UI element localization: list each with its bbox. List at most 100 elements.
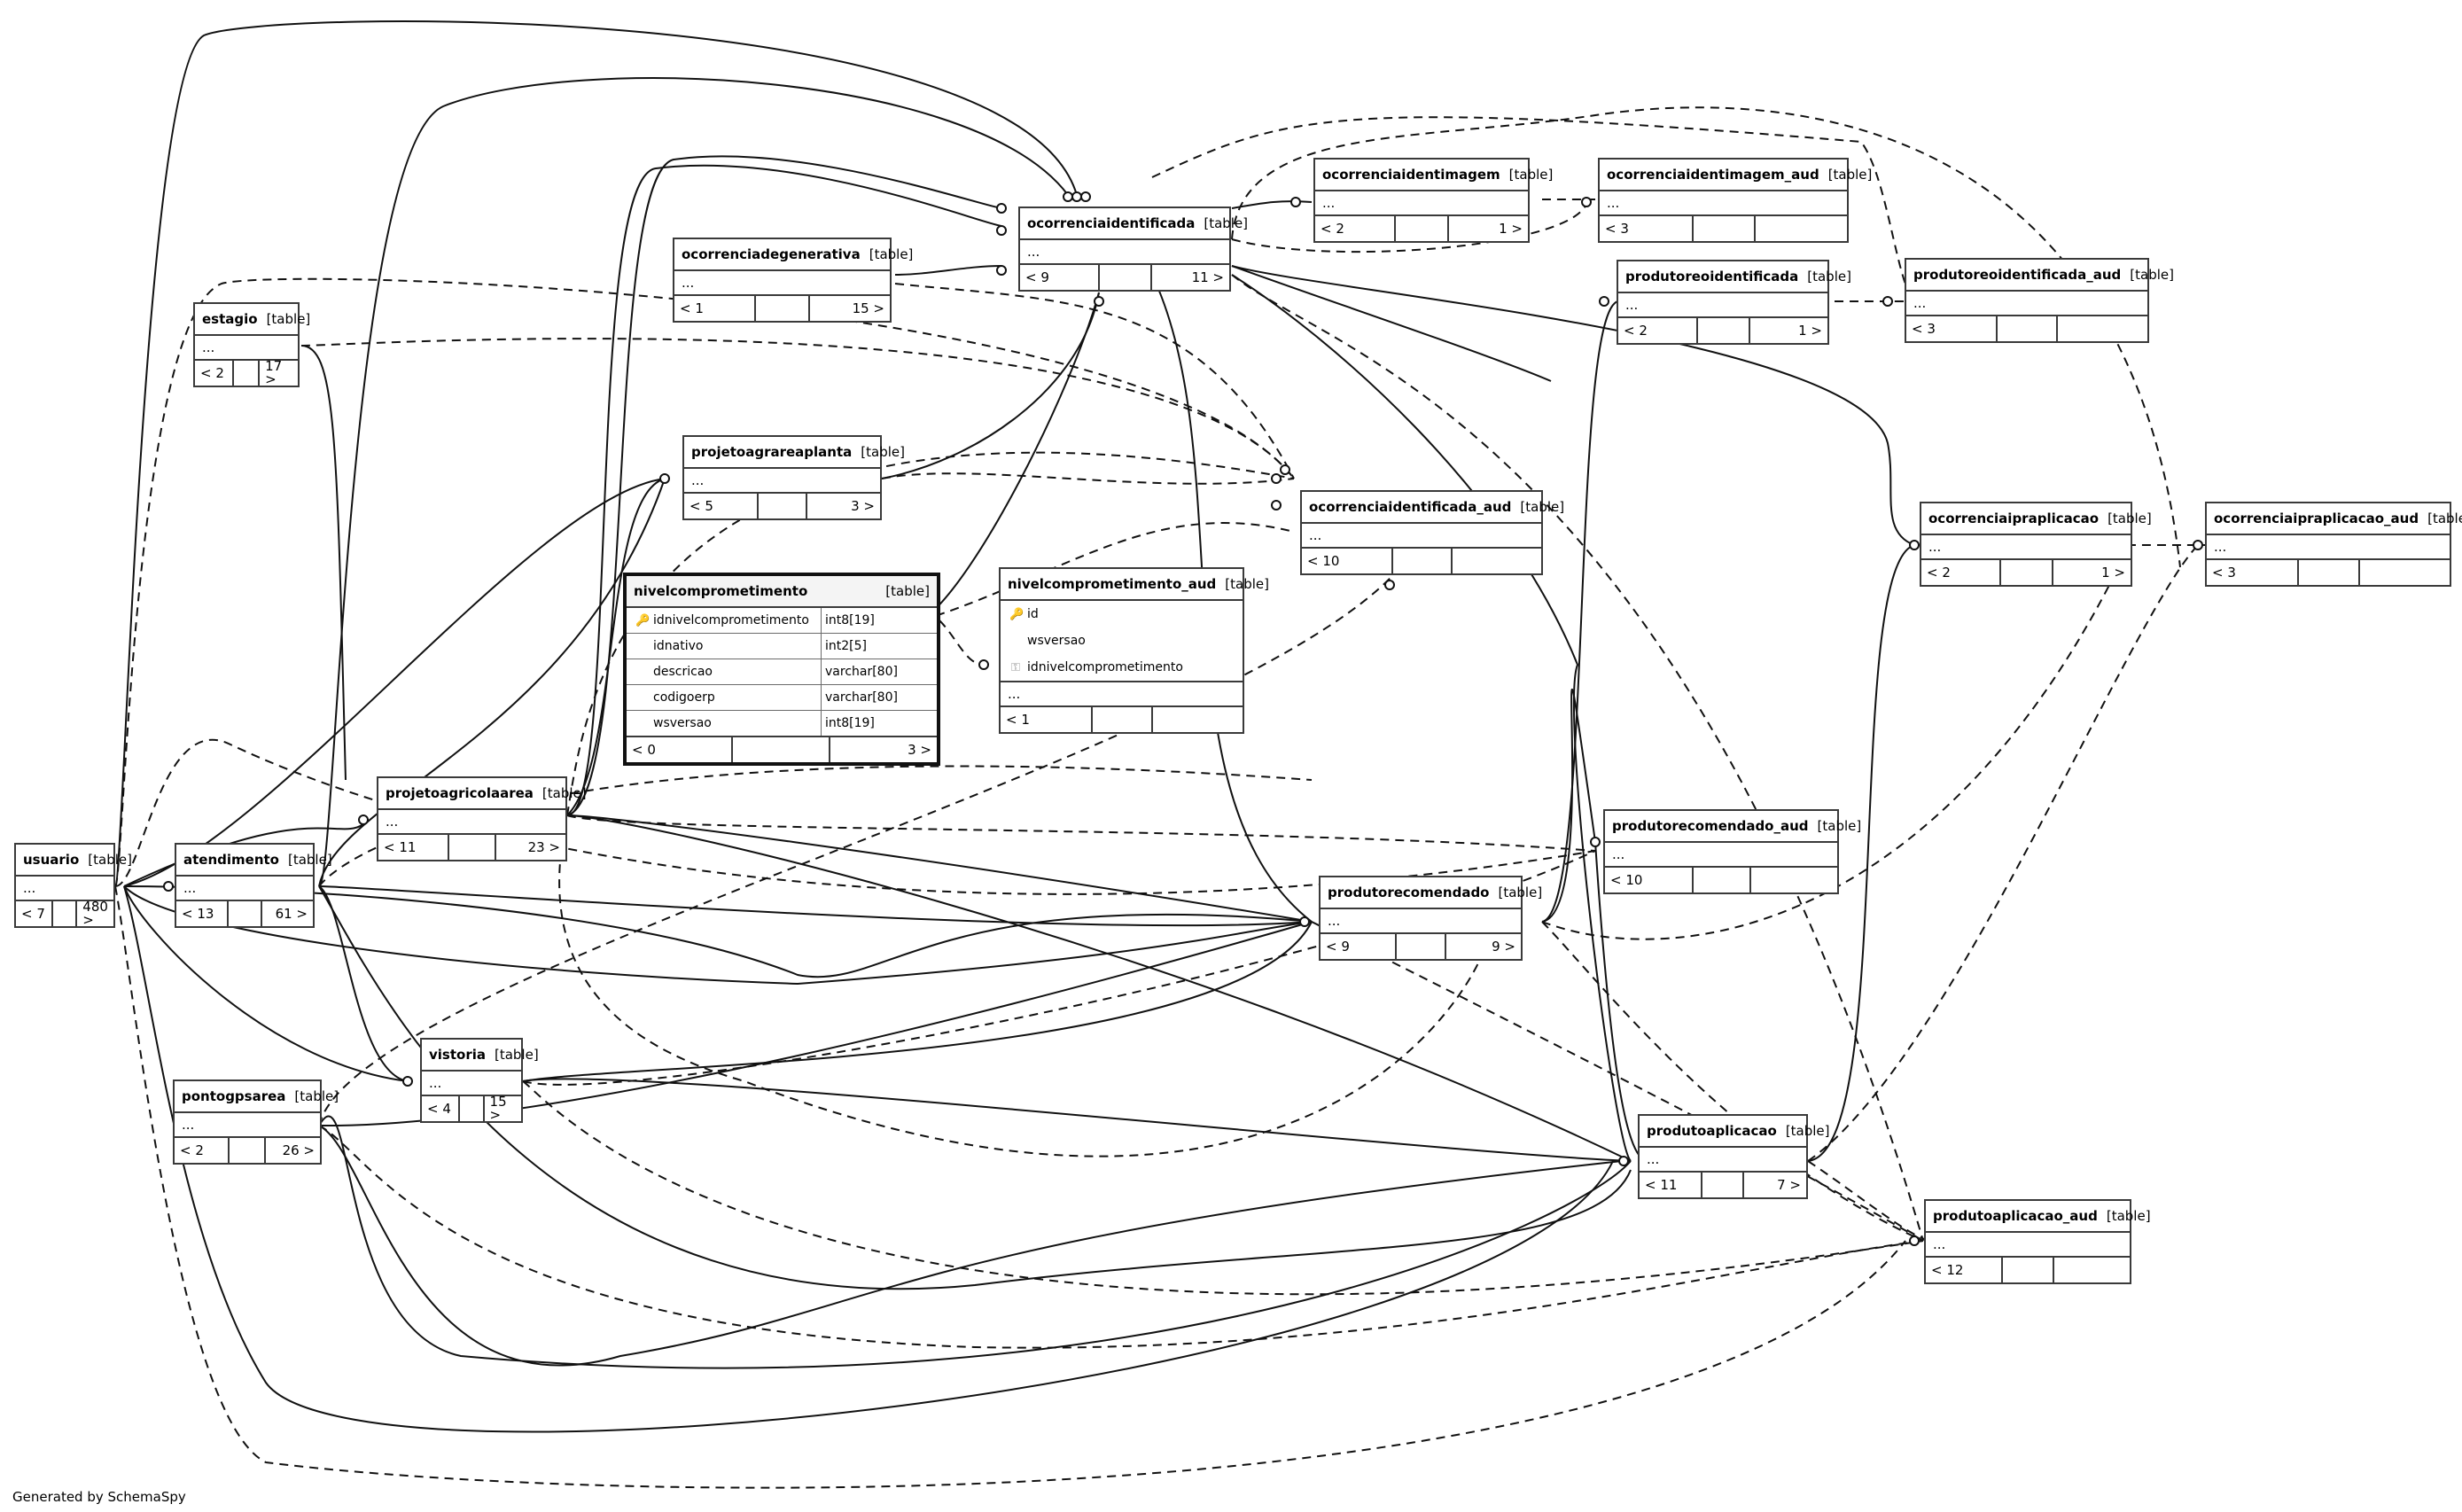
children-count[interactable] [1751, 868, 1837, 892]
children-count[interactable]: 3 > [851, 497, 875, 514]
children-count[interactable]: 61 > [275, 905, 308, 922]
parents-count[interactable]: < 4 [422, 1096, 460, 1121]
children-count[interactable] [2360, 560, 2450, 585]
children-count[interactable]: 23 > [527, 838, 560, 855]
table-name: produtoaplicacao [1647, 1122, 1777, 1139]
children-count[interactable] [1756, 216, 1847, 241]
table-produtoaplicacao[interactable]: produtoaplicacao [table] ... < 11 7 > [1638, 1114, 1830, 1199]
table-produtoreoidentificada-aud[interactable]: produtoreoidentificada_aud[table] ... < … [1905, 258, 2174, 343]
parents-count[interactable]: < 11 [1640, 1173, 1703, 1197]
parents-count[interactable]: < 12 [1926, 1258, 2004, 1282]
parents-count[interactable]: < 2 [175, 1138, 230, 1163]
parents-count[interactable]: < 1 [1001, 707, 1093, 732]
table-type: [table] [1807, 268, 1851, 284]
parents-count[interactable]: < 2 [1618, 318, 1698, 343]
parents-count[interactable]: < 5 [684, 494, 759, 518]
children-count[interactable]: 9 > [1492, 938, 1515, 955]
columns-collapsed: ... [16, 877, 113, 901]
children-count[interactable] [2054, 1258, 2130, 1282]
table-type: [table] [2427, 510, 2462, 526]
parents-count[interactable]: < 2 [1921, 560, 2001, 585]
table-type: [table] [2106, 1207, 2151, 1224]
table-type: [table] [1785, 1122, 1830, 1139]
column-type: varchar[80] [825, 665, 898, 679]
table-type: [table] [1204, 214, 1249, 231]
columns-collapsed: ... [1001, 682, 1243, 707]
table-name: nivelcomprometimento_aud [1008, 575, 1217, 592]
parents-count[interactable]: < 9 [1020, 265, 1100, 290]
children-count[interactable]: 15 > [852, 300, 884, 316]
columns-collapsed: ... [1618, 293, 1827, 318]
children-count[interactable]: 1 > [1499, 220, 1523, 237]
parents-count[interactable]: < 10 [1302, 549, 1393, 573]
foot-spacer [449, 835, 496, 860]
parents-count[interactable]: < 3 [2207, 560, 2300, 585]
parents-count[interactable]: < 11 [378, 835, 450, 860]
parents-count[interactable]: < 3 [1600, 216, 1695, 241]
table-nivelcomprometimento[interactable]: nivelcomprometimento[table] 🔑idnivelcomp… [623, 573, 940, 766]
children-count[interactable]: 1 > [1798, 322, 1822, 339]
table-type: [table] [1827, 166, 1873, 183]
children-count[interactable] [1153, 707, 1243, 732]
table-name: ocorrenciaidentimagem_aud [1607, 166, 1819, 183]
children-count[interactable] [1453, 549, 1541, 573]
foot-spacer [1100, 265, 1152, 290]
children-count[interactable]: 11 > [1191, 269, 1224, 285]
column-row: wsversao [1001, 627, 1243, 654]
columns-collapsed: ... [195, 336, 298, 361]
table-ocorrenciaipraplicacao-aud[interactable]: ocorrenciaipraplicacao_aud[table] ... < … [2205, 502, 2462, 587]
parents-count[interactable]: < 7 [16, 901, 53, 926]
children-count[interactable]: 480 > [82, 899, 108, 928]
children-count[interactable]: 3 > [908, 741, 931, 758]
column-row: ⚿idnivelcomprometimento [1001, 654, 1243, 682]
parents-count[interactable]: < 0 [627, 737, 733, 762]
table-produtorecomendado-aud[interactable]: produtorecomendado_aud[table] ... < 10 [1603, 809, 1861, 894]
parents-count[interactable]: < 2 [1315, 216, 1397, 241]
foot-spacer [756, 296, 811, 321]
children-count[interactable]: 26 > [282, 1142, 315, 1158]
columns-collapsed: ... [1640, 1148, 1806, 1173]
foot-spacer [1694, 868, 1752, 892]
children-count[interactable]: 7 > [1777, 1176, 1801, 1193]
table-type: [table] [1508, 166, 1554, 183]
columns-collapsed: ... [1605, 843, 1837, 868]
foot-spacer [759, 494, 808, 518]
table-type: [table] [88, 851, 132, 868]
fk-key-icon: ⚿ [1011, 660, 1020, 674]
columns-collapsed: ... [1321, 909, 1521, 934]
foot-spacer [229, 901, 263, 926]
table-ocorrenciaidentimagem-aud[interactable]: ocorrenciaidentimagem_aud[table] ... < 3 [1598, 158, 1872, 243]
parents-count[interactable]: < 10 [1605, 868, 1694, 892]
key-icon: 🔑 [1009, 607, 1025, 621]
children-count[interactable]: 17 > [265, 358, 283, 387]
children-count[interactable]: 15 > [489, 1094, 507, 1123]
table-nivelcomprometimento-aud[interactable]: nivelcomprometimento_aud[table] 🔑id wsve… [999, 567, 1269, 734]
table-name: pontogpsarea [182, 1087, 286, 1104]
parents-count[interactable]: < 13 [176, 901, 229, 926]
table-name: nivelcomprometimento [634, 582, 808, 599]
parents-count[interactable]: < 9 [1321, 934, 1397, 959]
parents-count[interactable]: < 2 [195, 361, 235, 386]
foot-spacer [234, 361, 261, 386]
children-count[interactable] [2058, 316, 2147, 341]
children-count[interactable]: 1 > [2101, 564, 2125, 581]
table-ocorrenciaidentificada-aud[interactable]: ocorrenciaidentificada_aud[table] ... < … [1300, 490, 1564, 575]
table-produtoaplicacao-aud[interactable]: produtoaplicacao_aud[table] ... < 12 [1924, 1199, 2151, 1284]
parents-count[interactable]: < 1 [674, 296, 757, 321]
parents-count[interactable]: < 3 [1906, 316, 1998, 341]
table-type: [table] [1520, 498, 1565, 515]
